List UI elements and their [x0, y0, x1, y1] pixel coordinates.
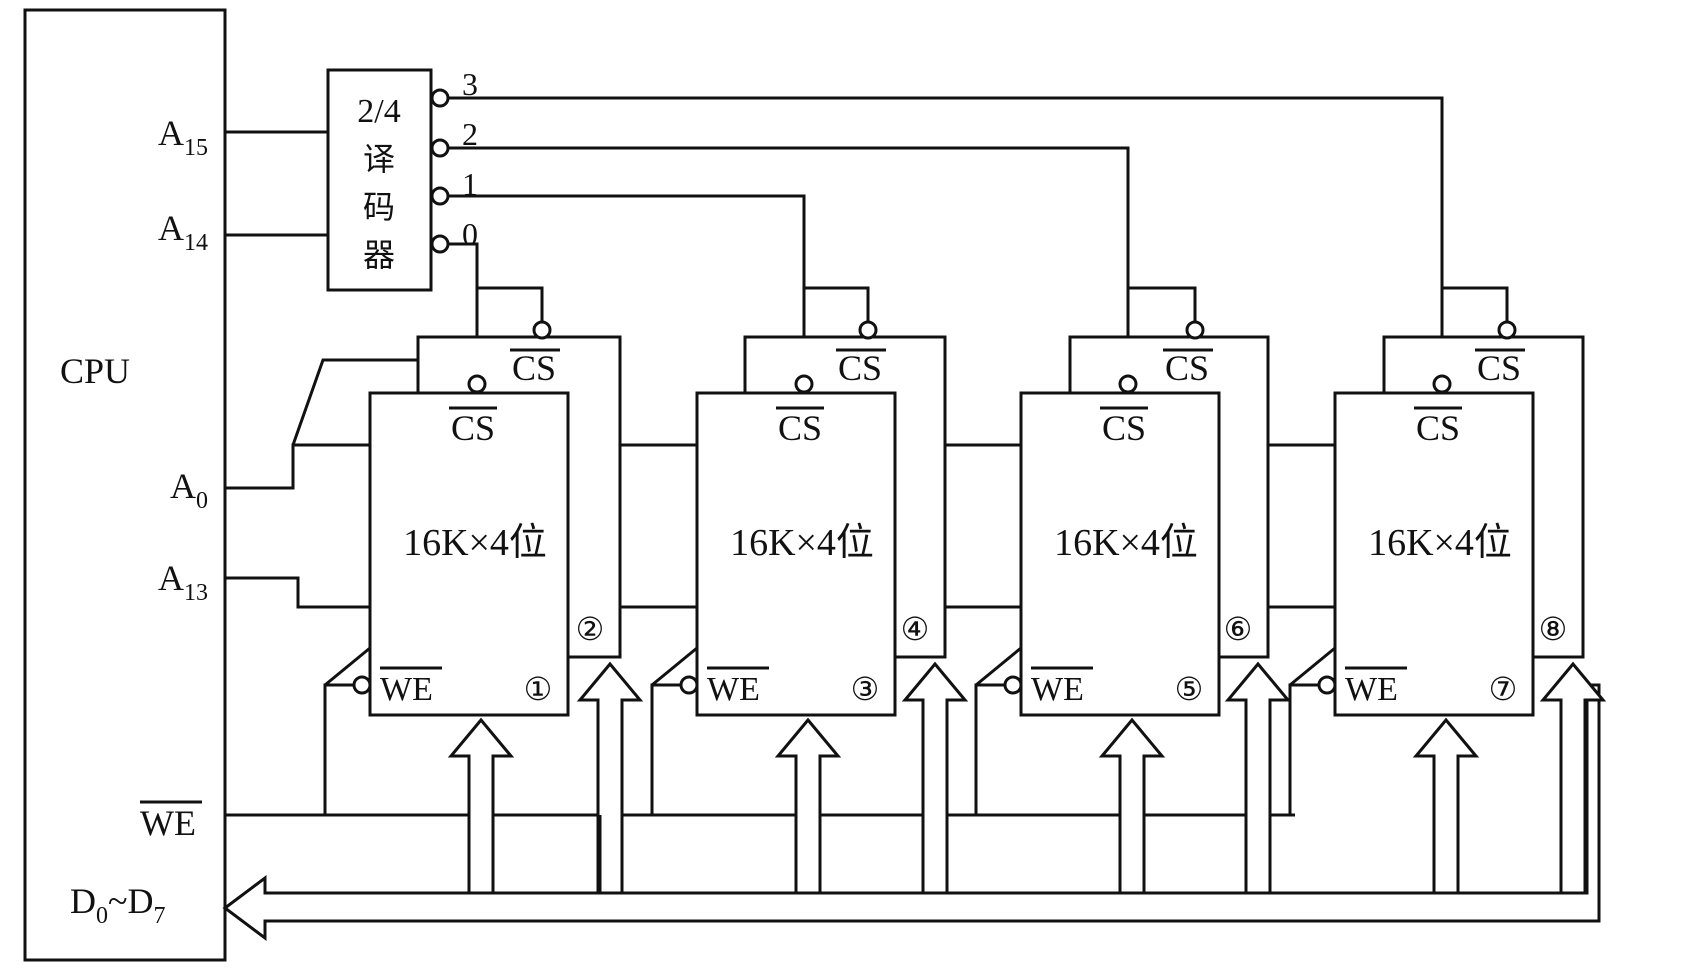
chip-back-number-2: ④: [901, 610, 930, 648]
wire-we-back-1: [324, 646, 371, 687]
chip-front-cs-label-1: CS: [451, 408, 495, 448]
chip-front-3: [1019, 391, 1221, 717]
wire-a0-to-back-chip: [291, 358, 418, 446]
decoder-line-1: 2/4: [357, 93, 400, 130]
chip-back-cs-bubble-2: [858, 320, 878, 340]
chip-label-3: 16K×4位: [1054, 522, 1198, 564]
chip-we-label-4: WE: [1345, 671, 1398, 708]
wire-cs-to-back-1: [477, 286, 544, 330]
chip-back-cs-label-2: CS: [838, 348, 882, 388]
chip-back-number-3: ⑥: [1224, 610, 1253, 648]
decoder-output-bubble-1: [430, 186, 450, 206]
decoder-output-2: 2: [462, 116, 478, 152]
data-arrow-back-3: [1224, 661, 1292, 895]
wire-a0: [225, 443, 418, 490]
cpu-block: CPU A15 A14 A0 A13 WE D0~D7: [23, 8, 227, 962]
decoder-output-bubble-0: [430, 234, 450, 254]
chip-front-number-1: ①: [524, 670, 553, 708]
wire-we-back-3: [975, 646, 1022, 687]
chip-we-bubble-3: [1003, 675, 1023, 695]
chip-front-number-2: ③: [851, 670, 880, 708]
wires-layer: [222, 96, 1607, 941]
wire-decoder-cs-3: [448, 146, 1130, 382]
pin-a0: A0: [170, 466, 208, 514]
chip-front-cs-bubble-3: [1118, 374, 1138, 394]
data-bus-main-arrow: [222, 683, 1601, 941]
chip-we-label-2: WE: [707, 671, 760, 708]
wire-a13: [225, 576, 370, 609]
chip-label-1: 16K×4位: [403, 522, 547, 564]
chip-label-2: 16K×4位: [730, 522, 874, 564]
chip-front-1: [368, 391, 570, 717]
decoder-line-4: 器: [363, 236, 395, 274]
bubbles-layer: [352, 88, 1517, 695]
wire-we-3: [974, 683, 1013, 815]
chip-we-label-3: WE: [1031, 671, 1084, 708]
decoder-box: [326, 68, 433, 292]
pin-a13: A13: [158, 558, 208, 606]
chip-back-cs-label-3: CS: [1165, 348, 1209, 388]
data-arrow-back-4: [1539, 661, 1607, 895]
chip-front-cs-label-3: CS: [1102, 408, 1146, 448]
chip-front-cs-label-2: CS: [778, 408, 822, 448]
chip-we-bubble-1: [352, 675, 372, 695]
pin-a14: A14: [158, 208, 208, 256]
decoder-output-1: 1: [462, 166, 478, 202]
wire-cs-to-back-4: [1442, 286, 1509, 330]
wire-cs-to-back-2: [804, 286, 870, 330]
chip-back-cs-bubble-1: [532, 320, 552, 340]
chip-front-cs-bubble-4: [1432, 374, 1452, 394]
data-rail-link: [472, 815, 602, 895]
decoder-output-3: 3: [462, 66, 478, 102]
pin-a15: A15: [158, 113, 208, 161]
data-arrow-back-1: [576, 661, 644, 895]
data-arrow-back-2: [901, 661, 969, 895]
decoder-block: 2/4 译 码 器 3 2 1 0: [326, 66, 478, 292]
chip-we-bubble-2: [679, 675, 699, 695]
data-arrow-front-4: [1412, 717, 1480, 895]
chip-back-cs-bubble-4: [1497, 320, 1517, 340]
wire-cs-to-back-3: [1128, 286, 1197, 330]
pin-data-bus: D0~D7: [70, 881, 165, 929]
chip-back-cs-bubble-3: [1185, 320, 1205, 340]
pin-we: WE: [140, 803, 196, 843]
chip-back-number-4: ⑧: [1539, 610, 1568, 648]
chip-front-number-4: ⑦: [1489, 670, 1518, 708]
wire-we-back-2: [651, 646, 698, 687]
decoder-output-bubble-3: [430, 88, 450, 108]
wire-we-4: [1288, 683, 1327, 815]
wire-we-2: [650, 683, 689, 815]
chip-front-4: [1333, 391, 1535, 717]
cpu-label: CPU: [60, 351, 130, 391]
chip-front-2: [695, 391, 897, 717]
chip-label-4: 16K×4位: [1368, 522, 1512, 564]
data-arrow-front-3: [1098, 717, 1166, 895]
chips-layer: CS ② CS 16K×4位 WE ① CS ④ CS 16K×4位 WE ③ CS ⑥ CS 16K×4位 W…: [368, 335, 1585, 717]
data-arrow-front-2: [774, 717, 842, 895]
decoder-line-3: 码: [363, 188, 395, 226]
wire-we-1: [323, 683, 362, 815]
wire-decoder-cs-2: [448, 194, 806, 382]
chip-back-number-1: ②: [576, 610, 605, 648]
chip-we-label-1: WE: [380, 671, 433, 708]
chip-we-bubble-4: [1317, 675, 1337, 695]
chip-front-cs-bubble-2: [794, 374, 814, 394]
chip-front-cs-label-4: CS: [1416, 408, 1460, 448]
chip-front-cs-bubble-1: [467, 374, 487, 394]
decoder-line-2: 译: [363, 140, 395, 178]
data-arrow-front-1: [447, 717, 515, 895]
decoder-output-bubble-2: [430, 138, 450, 158]
chip-back-cs-label-4: CS: [1477, 348, 1521, 388]
chip-back-cs-label-1: CS: [512, 348, 556, 388]
chip-front-number-3: ⑤: [1175, 670, 1204, 708]
wire-we-back-4: [1289, 646, 1336, 687]
